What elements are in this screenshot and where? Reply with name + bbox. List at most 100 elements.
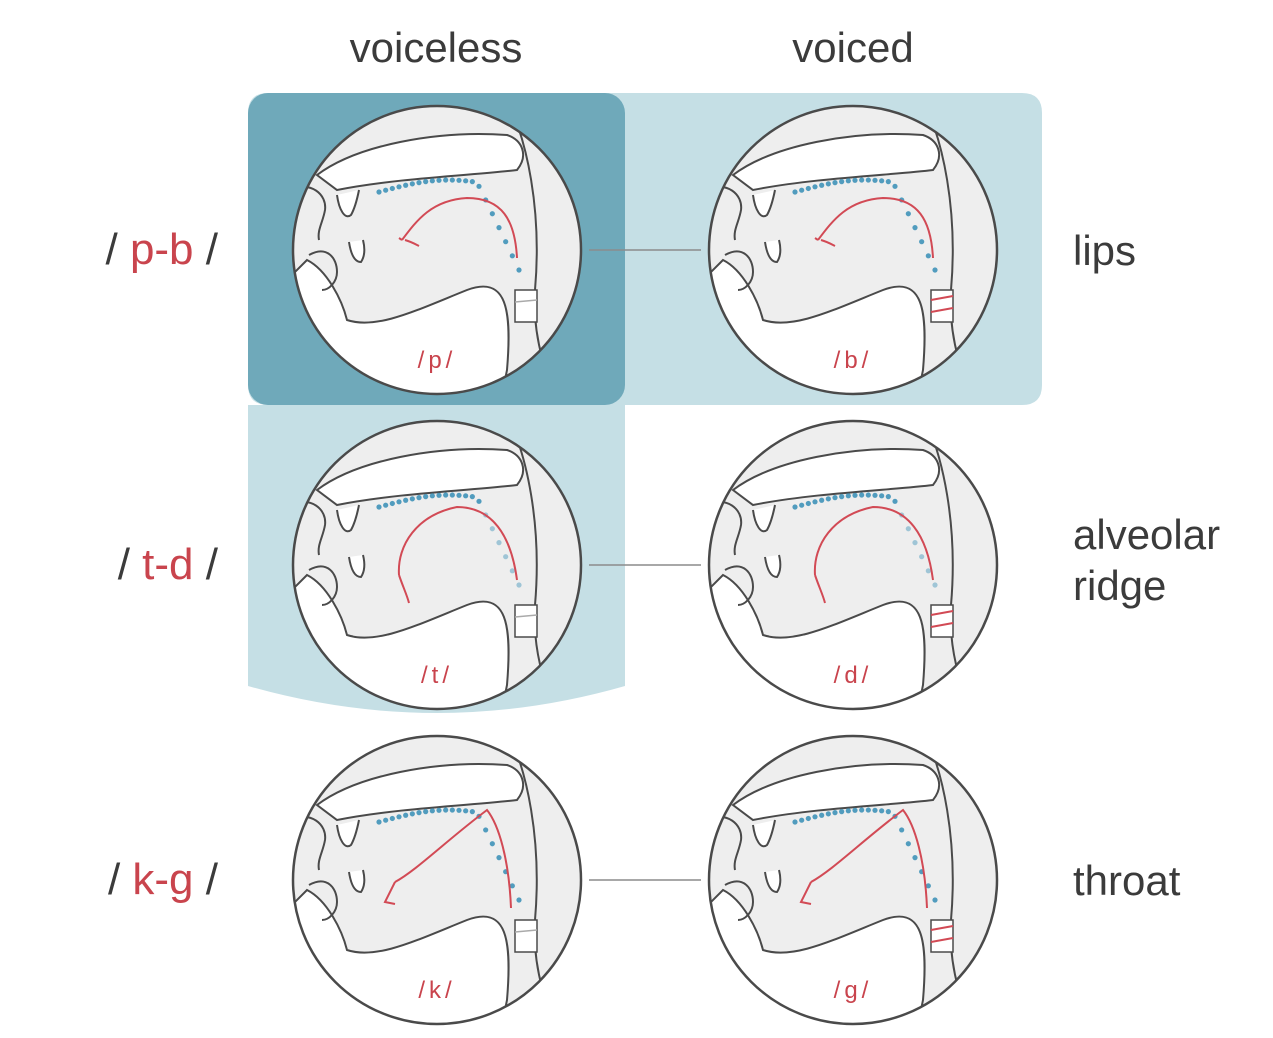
- airflow-dot: [879, 808, 885, 814]
- airflow-dot: [812, 814, 818, 820]
- circle-border: [291, 419, 583, 711]
- larynx: [930, 289, 954, 323]
- airflow-dot: [416, 810, 422, 816]
- airflow-dot: [932, 897, 938, 903]
- airflow-dot: [509, 253, 515, 259]
- airflow-dot: [483, 827, 489, 833]
- airflow-dot: [516, 267, 522, 273]
- place-label-line: throat: [1073, 857, 1181, 904]
- phoneme-symbol: /d/: [834, 662, 873, 689]
- lower-tooth: [348, 239, 366, 264]
- place-label-alveolar-ridge: alveolar ridge: [1073, 509, 1220, 611]
- airflow-dot: [389, 500, 395, 507]
- larynx: [514, 919, 538, 953]
- airflow-dot: [469, 494, 475, 500]
- airflow-dot: [879, 493, 885, 499]
- palate-shape: [731, 763, 941, 822]
- airflow-dot: [912, 540, 918, 546]
- airflow-dot: [932, 582, 938, 588]
- airflow-dot: [383, 502, 389, 508]
- airflow-dot: [832, 810, 838, 816]
- airflow-dot: [376, 189, 382, 195]
- airflow-dot: [845, 178, 851, 184]
- palate-shape: [315, 448, 525, 507]
- airflow-dot: [449, 807, 455, 813]
- airflow-dot: [396, 184, 402, 190]
- airflow-dot: [403, 497, 409, 503]
- airflow-dot: [456, 177, 462, 183]
- airflow-dot: [429, 493, 435, 499]
- airflow-dot: [792, 504, 798, 510]
- airflow-dot: [845, 493, 851, 499]
- airflow-dot: [912, 855, 918, 861]
- tongue-outline: [813, 505, 934, 581]
- airflow-dot: [449, 177, 455, 183]
- airflow-dot: [496, 540, 502, 546]
- upper-tooth: [336, 189, 360, 218]
- tongue-outline: [401, 196, 518, 259]
- airflow-dot: [919, 239, 925, 245]
- airflow-dot: [839, 179, 845, 185]
- tongue-outline: [810, 808, 928, 909]
- airflow-dot: [805, 500, 811, 507]
- airflow-dot: [872, 177, 878, 183]
- airflow-dot: [469, 809, 475, 815]
- airflow-dot: [509, 883, 515, 889]
- airflow-dot: [925, 883, 931, 889]
- vocal-folds-open: [514, 299, 538, 303]
- airflow-dot: [805, 815, 811, 822]
- airflow-dot: [812, 184, 818, 190]
- lower-lip: [724, 250, 755, 291]
- lower-tooth: [764, 869, 782, 894]
- tongue-tip: [398, 237, 420, 247]
- airflow-dot: [872, 807, 878, 813]
- airflow-dot: [925, 568, 931, 574]
- circle-border: [707, 104, 999, 396]
- airflow-dot: [476, 183, 482, 189]
- place-label-throat: throat: [1073, 855, 1180, 906]
- airflow-dot: [839, 494, 845, 500]
- row-label-t-d: / t-d /: [117, 540, 218, 589]
- circle-border: [707, 734, 999, 1026]
- row-label-k-g: / k-g /: [107, 855, 218, 904]
- airflow-dot: [403, 812, 409, 818]
- airflow-dot: [905, 526, 911, 532]
- phoneme-symbol: /p/: [418, 347, 457, 374]
- airflow-dot: [476, 498, 482, 504]
- airflow-dot: [443, 807, 449, 813]
- airflow-dot: [429, 808, 435, 814]
- airflow-dot: [403, 182, 409, 188]
- airflow-dot: [832, 180, 838, 186]
- airflow-dot: [449, 492, 455, 498]
- tongue-outline: [397, 505, 518, 581]
- lower-tooth: [764, 554, 782, 579]
- mouth-section-voiced-0: /b/: [707, 104, 999, 396]
- airflow-dot: [859, 807, 865, 813]
- palate-shape: [315, 763, 525, 822]
- airflow-dot: [436, 807, 442, 813]
- airflow-dot: [463, 178, 469, 184]
- lower-lip: [308, 880, 339, 921]
- airflow-dot: [799, 817, 805, 823]
- airflow-dot: [825, 811, 831, 817]
- place-label-line: lips: [1073, 227, 1137, 274]
- airflow-dot: [396, 814, 402, 820]
- tongue-tip: [814, 574, 826, 604]
- mouth-section-voiced-2: /g/: [707, 734, 999, 1026]
- airflow-dot: [845, 808, 851, 814]
- airflow-dot: [799, 187, 805, 193]
- airflow-dot: [825, 181, 831, 187]
- tongue-tip: [398, 574, 410, 604]
- airflow-dot: [885, 179, 891, 185]
- mouth-section-voiced-1: /d/: [707, 419, 999, 711]
- airflow-dot: [409, 496, 415, 502]
- larynx: [930, 919, 954, 953]
- airflow-dot: [839, 809, 845, 815]
- airflow-dot: [436, 492, 442, 498]
- mouth-section-voiceless-2: /k/: [291, 734, 583, 1026]
- tongue-tip: [814, 237, 836, 247]
- airflow-dot: [496, 225, 502, 231]
- airflow-dot: [496, 855, 502, 861]
- airflow-dot: [503, 239, 509, 245]
